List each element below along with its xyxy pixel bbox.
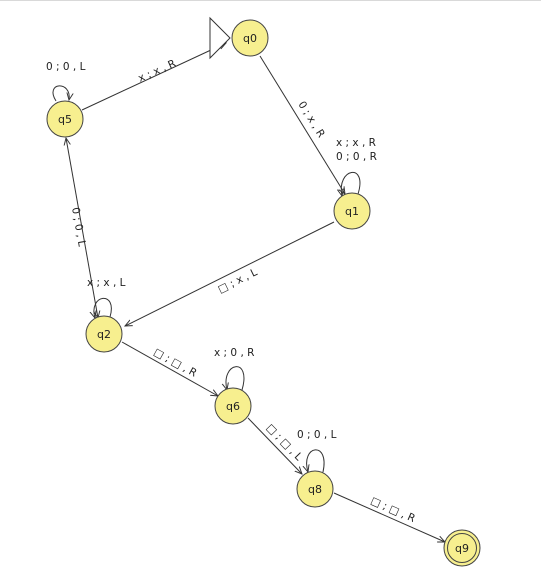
state-q0[interactable]: q0 <box>231 19 269 57</box>
label-q0-q1: 0 ; x , R <box>295 99 327 140</box>
edge-q2-q6 <box>121 341 218 396</box>
transition-labels: x ; x , R 0 ; x , R □ ; x , L 0 ; 0 , L … <box>46 58 417 525</box>
label-q6-q8: □ ; □ , L <box>264 422 305 463</box>
edge-q1-q2 <box>125 221 335 326</box>
state-q2[interactable]: q2 <box>85 315 123 353</box>
edge-q2-q5 <box>66 138 98 318</box>
state-label-q0: q0 <box>243 32 257 45</box>
transitions <box>66 43 445 542</box>
state-q9-final[interactable]: q9 <box>443 529 481 567</box>
label-q2-q5: 0 ; 0 , L <box>69 206 88 247</box>
state-label-q6: q6 <box>226 400 240 413</box>
state-q1[interactable]: q1 <box>333 192 371 230</box>
edge-q5-q0 <box>81 43 226 111</box>
start-state-marker <box>209 16 231 60</box>
state-label-q8: q8 <box>308 483 322 496</box>
label-q8-q9: □ ; □ , R <box>369 495 417 525</box>
state-label-q2: q2 <box>97 328 111 341</box>
loop-q6 <box>226 366 245 390</box>
states: q0 q1 q2 q5 q6 q8 <box>46 19 481 567</box>
state-label-q5: q5 <box>58 113 72 126</box>
state-q5[interactable]: q5 <box>46 100 84 138</box>
label-loop-q1-b: 0 ; 0 , R <box>336 151 377 163</box>
label-q5-q0: x ; x , R <box>136 58 177 85</box>
label-loop-q2: x ; x , L <box>87 277 126 289</box>
edge-q8-q9 <box>333 492 445 542</box>
top-border <box>0 0 541 1</box>
state-label-q1: q1 <box>345 205 359 218</box>
label-loop-q5: 0 ; 0 , L <box>46 61 86 73</box>
loop-q1 <box>341 172 361 196</box>
label-loop-q1-a: x ; x , R <box>336 137 376 149</box>
self-loops <box>52 85 361 472</box>
edge-q6-q8 <box>247 417 302 474</box>
label-loop-q6: x ; 0 , R <box>214 347 254 359</box>
loop-q2 <box>94 297 112 318</box>
state-label-q9: q9 <box>455 542 469 555</box>
state-q6[interactable]: q6 <box>214 387 252 425</box>
edge-q0-q1 <box>259 55 345 194</box>
label-q1-q2: □ ; x , L <box>216 266 259 295</box>
loop-q5 <box>52 85 69 102</box>
label-loop-q8: 0 ; 0 , L <box>297 429 337 441</box>
state-q8[interactable]: q8 <box>296 470 334 508</box>
loop-q8 <box>307 449 325 472</box>
